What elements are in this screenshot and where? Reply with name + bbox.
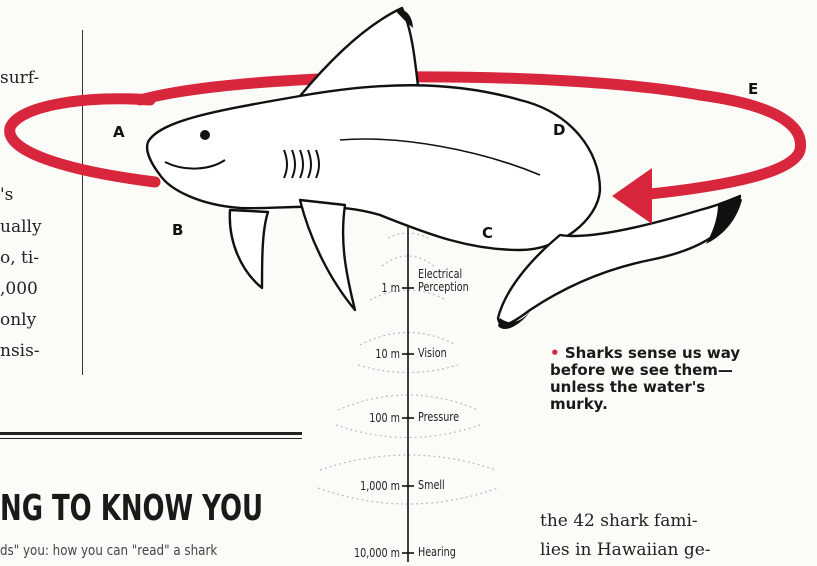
section-headline: NG TO KNOW YOU [0,488,263,529]
section-subhead: ds" you: how you can "read" a shark [0,543,217,559]
sense-ring-front-left [10,99,155,182]
scale-sense-label: Vision [418,347,447,360]
ring-arrow-icon [612,168,652,224]
right-column-line: lies in Hawaiian ge- [540,539,711,562]
scale-distance-label: 1,000 m [352,479,400,493]
scale-distance-label: 100 m [352,411,400,425]
diagram-label-e: E [748,80,758,98]
scale-sense-label: Smell [418,479,445,492]
dorsal-fin [300,8,418,96]
caption-bullet-icon: • [550,344,560,362]
diagram-label-c: C [482,224,493,242]
sense-ring-front-right [640,95,801,195]
right-column-line: the 42 shark fami- [540,510,698,533]
scale-sense-label: Hearing [418,546,456,559]
scale-distance-label: 10 m [352,347,400,361]
diagram-label-a: A [113,123,125,141]
pelvic-fin [230,210,268,288]
scale-distance-label: 1 m [352,281,400,295]
figure-caption: • Sharks sense us way before we see them… [550,345,750,413]
shark-eye [200,130,210,140]
scale-sense-label: Electrical Perception [418,268,469,294]
diagram-label-b: B [172,221,183,239]
shark-body [147,85,600,250]
pectoral-fin [300,200,355,310]
scale-distance-label: 10,000 m [352,546,400,560]
scale-sense-label: Pressure [418,411,459,424]
diagram-label-d: D [553,121,565,139]
